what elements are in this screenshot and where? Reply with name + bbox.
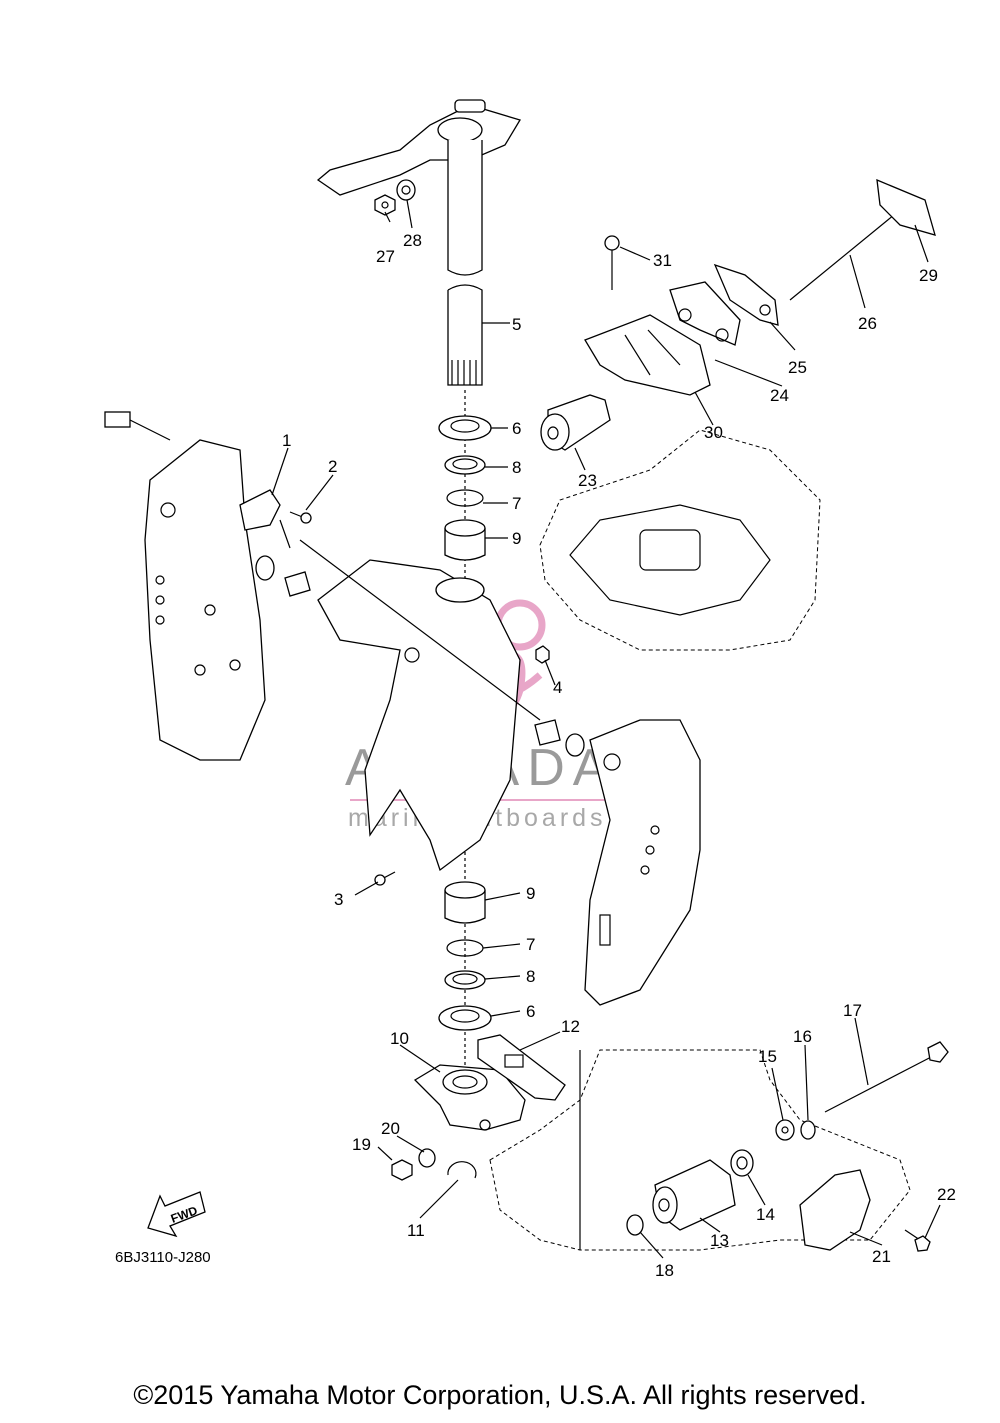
callout-1: 1 [282,431,291,450]
bolt-22 [904,1229,931,1252]
callout-10: 10 [390,1029,409,1048]
washer-18 [626,1214,644,1236]
washer-14 [730,1149,754,1177]
bushing-9-upper [444,519,486,561]
callout-8-lower: 8 [526,967,535,986]
callout-7-upper: 7 [512,494,521,513]
nut-4 [535,645,550,664]
callout-28: 28 [403,231,422,250]
connector-cable [104,411,171,441]
callout-5: 5 [512,315,521,334]
steering-shaft [447,140,483,386]
callout-17: 17 [843,1001,862,1020]
callout-6-upper: 6 [512,419,521,438]
washer-left [255,555,275,581]
seal-6-upper [438,415,492,441]
washer-8-upper [444,455,486,475]
washer-8-lower [444,970,486,990]
washer-15 [775,1119,795,1141]
callout-6-lower: 6 [526,1002,535,1021]
bolt-17 [824,1041,949,1113]
cover-21 [799,1169,871,1251]
screw-2 [289,511,312,524]
callout-27: 27 [376,247,395,266]
callout-12: 12 [561,1017,580,1036]
callout-24: 24 [770,386,789,405]
callout-23: 23 [578,471,597,490]
callout-19: 19 [352,1135,371,1154]
nut-19 [391,1159,413,1181]
callout-18: 18 [655,1261,674,1280]
callout-13: 13 [710,1231,729,1250]
bolt-26 [789,201,909,301]
callout-9-lower: 9 [526,884,535,903]
callout-25: 25 [788,358,807,377]
callout-20: 20 [381,1119,400,1138]
plate-25 [713,263,779,326]
swivel-bracket [299,539,541,872]
o-ring-7-upper [446,489,484,507]
callout-9-upper: 9 [512,529,521,548]
washer-20 [418,1148,436,1168]
callout-21: 21 [872,1247,891,1266]
fwd-arrow-icon [147,1191,206,1238]
lower-casing [489,1049,911,1251]
seal-6-lower [438,1005,492,1031]
callout-4: 4 [553,678,562,697]
plate-12 [477,1034,566,1101]
bushing-left [284,571,311,597]
callout-7-lower: 7 [526,935,535,954]
diagram-code: 6BJ3110-J280 [115,1249,211,1266]
leader-lines [271,199,941,1259]
circlip-11 [447,1161,477,1179]
callout-26: 26 [858,314,877,333]
screw-3 [374,871,396,886]
callout-14: 14 [756,1205,775,1224]
plate-24 [669,281,741,346]
bracket-1 [239,489,291,549]
callout-3: 3 [334,890,343,909]
callout-15: 15 [758,1047,777,1066]
bushing-right [534,719,561,746]
callout-11: 11 [407,1221,425,1240]
upper-casing [539,429,821,651]
callout-labels: 1 2 3 4 5 6 8 7 9 9 7 8 6 10 11 12 13 14… [282,231,956,1280]
steering-arm [316,99,521,196]
callout-30: 30 [704,423,723,442]
copyright-notice: ©2015 Yamaha Motor Corporation, U.S.A. A… [133,1380,867,1410]
nut-27 [374,194,396,216]
mount-cover-30 [584,314,711,396]
callout-2: 2 [328,457,337,476]
lower-mount-13 [652,1159,736,1231]
callout-31: 31 [653,251,672,270]
bracket-29 [876,178,936,236]
clamp-bracket-left [144,439,266,761]
callout-16: 16 [793,1027,812,1046]
washer-28 [396,179,416,201]
callout-8-upper: 8 [512,458,521,477]
washer-right [565,733,585,757]
bolt-31 [604,235,620,290]
bushing-9-lower [444,881,486,924]
lower-bracket-10 [413,1064,526,1131]
callout-22: 22 [937,1185,956,1204]
clamp-bracket-right [584,719,701,1006]
callout-29: 29 [919,266,938,285]
nut-16 [800,1120,816,1140]
upper-mount-23 [540,394,611,451]
